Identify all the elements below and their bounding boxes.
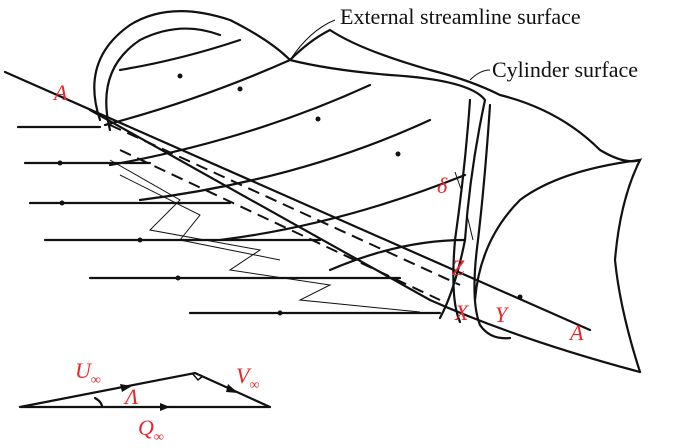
svg-text:Q∞: Q∞	[138, 415, 164, 445]
incoming-streamlines	[16, 125, 523, 316]
delta-marker	[454, 171, 474, 241]
svg-text:U∞: U∞	[75, 358, 101, 388]
surface-streamlines	[103, 38, 467, 272]
label-a-left: A	[52, 80, 68, 105]
label-cylinder-surface: Cylinder surface	[492, 57, 638, 82]
label-y: Y	[495, 302, 510, 327]
label-x: X	[454, 300, 470, 325]
label-external-surface: External streamline surface	[340, 4, 581, 29]
external-streamline-surface	[93, 10, 487, 320]
svg-text:V∞: V∞	[236, 363, 259, 393]
label-v: V	[236, 363, 252, 388]
cylinder-bottom-edge	[88, 108, 642, 374]
separation-line-dashed	[109, 124, 461, 286]
label-delta: δ	[437, 173, 448, 198]
label-lambda: Λ	[123, 384, 139, 409]
line-a-a	[3, 70, 592, 332]
label-q: Q	[138, 415, 154, 440]
label-z: Z	[452, 255, 465, 280]
velocity-triangle: U∞ Λ V∞ Q∞	[18, 358, 272, 445]
label-a-right: A	[568, 320, 584, 345]
label-u: U	[75, 358, 93, 383]
cylinder-surface	[288, 28, 643, 374]
